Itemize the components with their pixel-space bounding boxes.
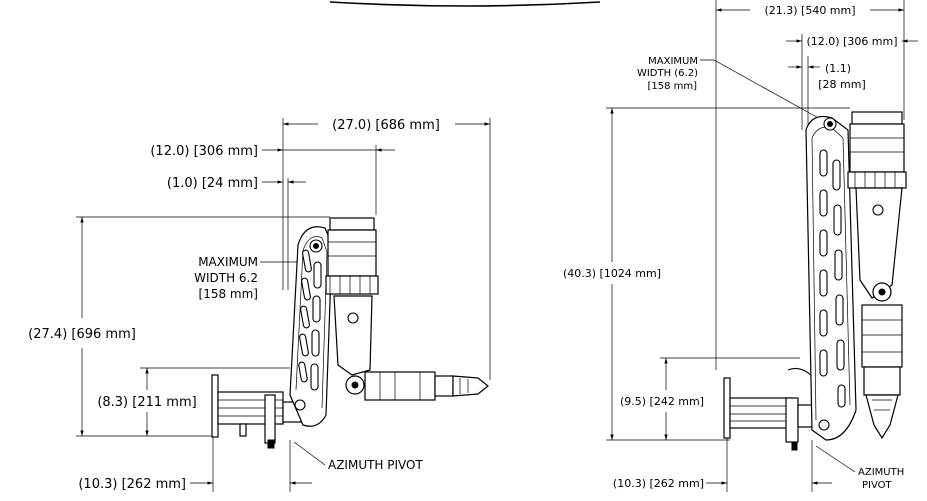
lower-arm-slots xyxy=(298,249,322,391)
dim-base-offset-label: (10.3) [262 mm] xyxy=(78,477,186,492)
leader-line xyxy=(700,59,823,121)
gripper-jaw xyxy=(452,375,489,397)
right-gripper-jaw xyxy=(865,394,899,440)
right-long-arm-slots xyxy=(819,149,846,408)
dim-height-total-label: (27.4) [696 mm] xyxy=(28,327,136,342)
right-max-width-line3: [158 mm] xyxy=(647,81,697,92)
right-long-arm xyxy=(805,115,857,441)
max-width-line3: [158 mm] xyxy=(199,287,258,301)
right-gripper-body xyxy=(861,304,903,368)
lower-arm xyxy=(289,226,333,427)
right-azimuth-line1: AZIMUTH xyxy=(858,467,904,478)
right-dim-height-base-label: (9.5) [242 mm] xyxy=(620,395,704,408)
right-head-module xyxy=(851,111,903,125)
left-view: (27.0) [686 mm] (12.0) [306 mm] (1.0) [2… xyxy=(28,118,491,492)
right-dim-height-total-label: (40.3) [1024 mm] xyxy=(563,267,661,280)
leader-line xyxy=(815,445,856,473)
max-width-line2: WIDTH 6.2 xyxy=(194,271,258,285)
leader-line xyxy=(293,441,326,466)
base-plate xyxy=(211,374,219,438)
gripper-body xyxy=(364,371,436,401)
base-bracket xyxy=(264,394,276,444)
right-dim-width-total-label: (21.3) [540 mm] xyxy=(764,4,855,17)
right-base-housing xyxy=(729,397,793,429)
right-dim-offset-line1: (1.1) xyxy=(825,62,851,75)
right-dim-width-mount-label: (12.0) [306 mm] xyxy=(806,35,897,48)
right-view: (21.3) [540 mm] (12.0) [306 mm] (1.1) [2… xyxy=(563,0,918,492)
right-max-width-line2: WIDTH (6.2) xyxy=(637,68,698,79)
right-dim-base-offset-label: (10.3) [262 mm] xyxy=(613,477,704,490)
right-azimuth-line2: PIVOT xyxy=(862,480,893,491)
dim-height-base-label: (8.3) [211 mm] xyxy=(97,395,196,410)
azimuth-pivot-label: AZIMUTH PIVOT xyxy=(328,458,423,472)
top-edge-fragment xyxy=(329,1,601,7)
right-dim-offset-line2: [28 mm] xyxy=(818,78,866,91)
dim-width-mount-label: (12.0) [306 mm] xyxy=(150,144,258,159)
right-max-width-line1: MAXIMUM xyxy=(648,56,698,67)
max-width-line1: MAXIMUM xyxy=(198,255,258,269)
upper-module xyxy=(329,217,375,231)
right-base-plate xyxy=(723,377,731,439)
dim-offset-label: (1.0) [24 mm] xyxy=(167,176,258,191)
right-forearm xyxy=(855,187,903,299)
dim-width-total-label: (27.0) [686 mm] xyxy=(332,118,440,133)
forearm xyxy=(333,295,373,376)
